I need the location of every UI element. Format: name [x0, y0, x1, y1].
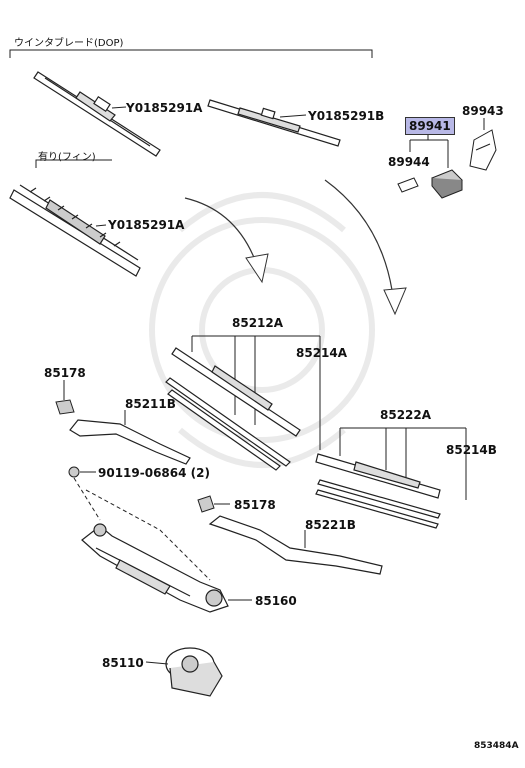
part-89941-cap — [431, 169, 463, 199]
part-89944-pad — [397, 177, 419, 193]
part-89943-clip — [469, 129, 497, 171]
arrow-right-head — [383, 287, 407, 316]
arrow-left-head — [245, 253, 269, 284]
callout-85221b[interactable]: 85221B — [305, 518, 356, 532]
fin-section-bracket — [35, 159, 112, 168]
part-85178-cap-mid — [197, 495, 215, 513]
callout-85214a[interactable]: 85214A — [296, 346, 348, 360]
figure-code: 853484A — [474, 741, 519, 751]
arrow-left-curve — [184, 197, 256, 261]
callout-89943[interactable]: 89943 — [462, 104, 504, 118]
section-label-winter-blade-dop: ウインタブレード(DOP) — [14, 38, 124, 49]
callout-85178-left[interactable]: 85178 — [44, 366, 86, 380]
callout-85110[interactable]: 85110 — [102, 656, 144, 670]
callout-85178-mid[interactable]: 85178 — [234, 498, 276, 512]
part-85110-motor — [165, 647, 223, 697]
section-label-with-fin: 有り(フィン) — [38, 152, 96, 163]
part-85212a-bracket-lines — [191, 335, 321, 450]
callout-89941[interactable]: 89941 — [405, 117, 455, 135]
callout-89944[interactable]: 89944 — [388, 155, 430, 169]
leader-y0185291a-top — [111, 106, 127, 109]
callout-85222a[interactable]: 85222A — [380, 408, 432, 422]
part-85212a-blade — [171, 347, 301, 437]
part-89941-set-lines — [409, 134, 449, 168]
part-85222a-blade — [315, 453, 441, 499]
callout-85160[interactable]: 85160 — [255, 594, 297, 608]
part-85160-linkage — [81, 523, 229, 613]
callout-85211b[interactable]: 85211B — [125, 397, 176, 411]
callout-85212a[interactable]: 85212A — [232, 316, 284, 330]
part-90119-bolt — [68, 466, 80, 478]
callout-90119-06864[interactable]: 90119-06864 (2) — [98, 466, 210, 480]
callout-y0185291a-fin[interactable]: Y0185291A — [108, 218, 185, 232]
leader-85110 — [145, 661, 169, 665]
leader-y0185291a-fin — [95, 224, 107, 227]
part-85222a-bracket-lines — [339, 427, 467, 500]
dop-section-bracket — [9, 49, 373, 58]
part-85178-cap-left — [55, 399, 75, 415]
arrow-right-curve — [324, 179, 393, 291]
callout-y0185291b[interactable]: Y0185291B — [308, 109, 385, 123]
dashed-guide — [73, 477, 211, 581]
watermark-emblem — [149, 192, 375, 468]
part-85211b-arm — [69, 419, 191, 465]
winter-blade-top-middle — [207, 99, 341, 147]
leader-y0185291b — [279, 114, 307, 118]
callout-y0185291a-top[interactable]: Y0185291A — [126, 101, 203, 115]
part-85214b-rubber — [315, 479, 441, 529]
part-85214a-rubber — [165, 377, 291, 471]
winter-blade-top-left — [33, 71, 161, 157]
part-85221b-arm — [208, 515, 383, 575]
callout-85214b[interactable]: 85214B — [446, 443, 497, 457]
winter-blade-with-fin — [9, 184, 141, 277]
